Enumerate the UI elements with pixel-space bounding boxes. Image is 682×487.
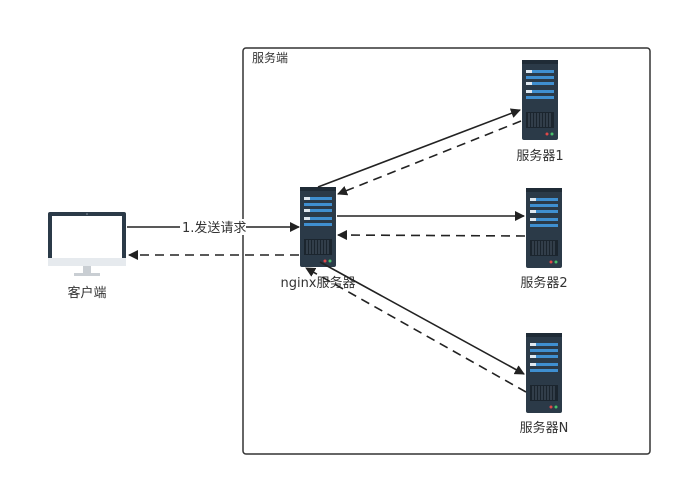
server-2-label: 服务器2 [520, 275, 567, 291]
request-label-bg [180, 219, 246, 235]
server-2-icon [525, 187, 563, 269]
nginx-server-icon [299, 186, 337, 268]
server-1-label: 服务器1 [516, 148, 563, 164]
forward-arrow-server-n [319, 261, 525, 375]
server-n-icon [525, 332, 563, 414]
forward-arrow-server-1 [317, 108, 521, 188]
server-side-label: 服务端 [252, 50, 288, 65]
return-arrow-server-n [305, 267, 527, 393]
return-arrow-server-1 [337, 120, 522, 196]
return-arrow-server-2 [337, 230, 526, 241]
client-label: 客户端 [67, 285, 106, 301]
server-n-label: 服务器N [520, 420, 569, 436]
server-side-frame [242, 47, 651, 455]
request-label: 1.发送请求 [182, 220, 246, 236]
client-monitor-icon [48, 212, 126, 276]
server-1-icon [521, 59, 559, 141]
nginx-server-label: nginx服务器 [280, 275, 355, 291]
